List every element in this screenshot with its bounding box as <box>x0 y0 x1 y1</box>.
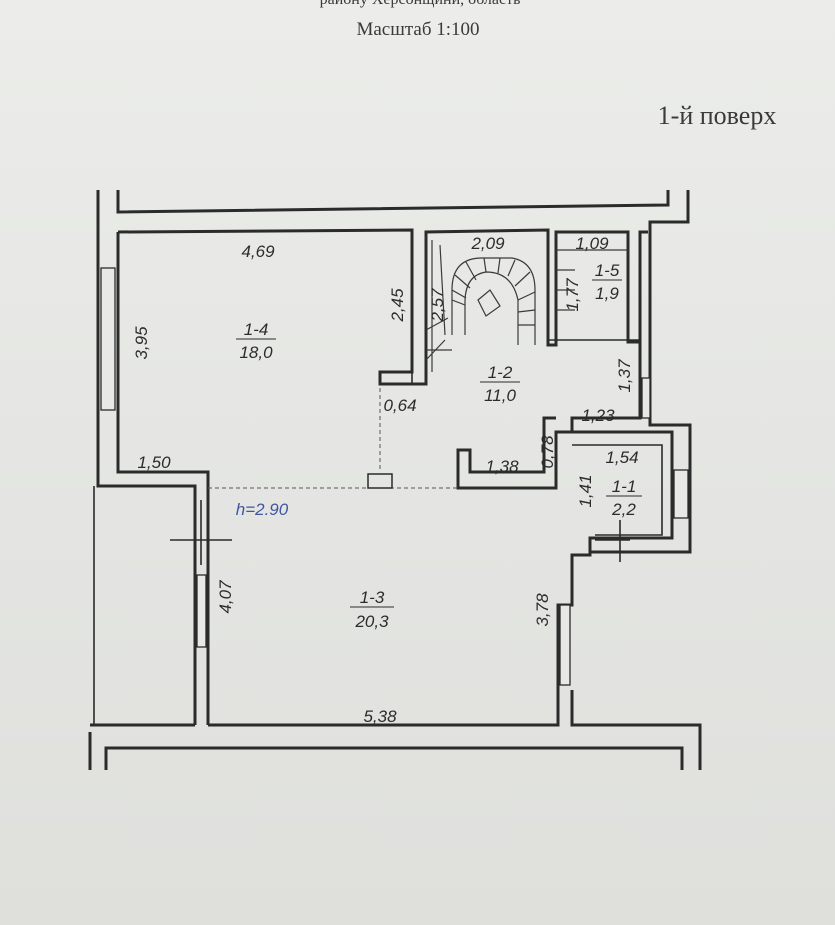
room-1-5-area: 1,9 <box>595 284 619 303</box>
dim-2-45: 2,45 <box>388 288 407 323</box>
dim-1-09: 1,09 <box>575 234 609 253</box>
dim-0-78: 0,78 <box>538 435 557 469</box>
dim-1-37: 1,37 <box>615 359 634 393</box>
window-left-upper <box>100 267 116 411</box>
window-left-lower <box>196 574 207 648</box>
column-mark <box>367 473 393 489</box>
room-1-5-id: 1-5 <box>595 261 620 280</box>
dim-1-38: 1,38 <box>485 457 519 476</box>
dim-4-69: 4,69 <box>241 242 275 261</box>
floor-label: 1-й поверх <box>658 101 777 130</box>
dim-0-64: 0,64 <box>383 396 416 415</box>
dimension-labels: 4,69 3,95 2,45 2,57 2,09 1,09 1,77 1,37 … <box>132 234 639 726</box>
window-right-lower <box>559 604 571 686</box>
room-1-1-id: 1-1 <box>612 477 637 496</box>
cut-off-header-text: району Херсонщини, область <box>320 0 521 8</box>
room-1-3-area: 20,3 <box>354 612 389 631</box>
window-toilet <box>673 469 689 519</box>
dim-1-54: 1,54 <box>605 448 638 467</box>
interior-walls <box>411 339 663 536</box>
dim-2-09: 2,09 <box>470 234 505 253</box>
dim-1-50: 1,50 <box>137 453 171 472</box>
dim-1-41: 1,41 <box>576 474 595 507</box>
room-1-2-area: 11,0 <box>484 386 516 405</box>
room-labels: 1-4 18,0 1-2 11,0 1-5 1,9 1-1 2,2 1-3 20… <box>236 261 642 631</box>
dim-2-57: 2,57 <box>428 288 447 323</box>
room-1-4-area: 18,0 <box>239 343 273 362</box>
room-1-3-id: 1-3 <box>360 588 385 607</box>
ceiling-height-note: h=2.90 <box>236 500 289 519</box>
section-marks <box>170 500 630 565</box>
dim-1-23: 1,23 <box>581 406 615 425</box>
dim-3-78: 3,78 <box>533 593 552 627</box>
dim-1-77: 1,77 <box>563 278 582 312</box>
scale-label: Масштаб 1:100 <box>356 19 479 40</box>
dim-3-95: 3,95 <box>132 326 151 360</box>
spiral-staircase <box>425 240 628 372</box>
dim-5-38: 5,38 <box>363 707 397 726</box>
room-1-1-area: 2,2 <box>611 500 636 519</box>
dashed-lines <box>208 388 458 489</box>
room-1-4-id: 1-4 <box>244 320 269 339</box>
windows <box>100 267 689 686</box>
window-stair-room <box>641 377 651 419</box>
room-1-2-id: 1-2 <box>488 363 513 382</box>
dim-4-07: 4,07 <box>216 580 235 614</box>
